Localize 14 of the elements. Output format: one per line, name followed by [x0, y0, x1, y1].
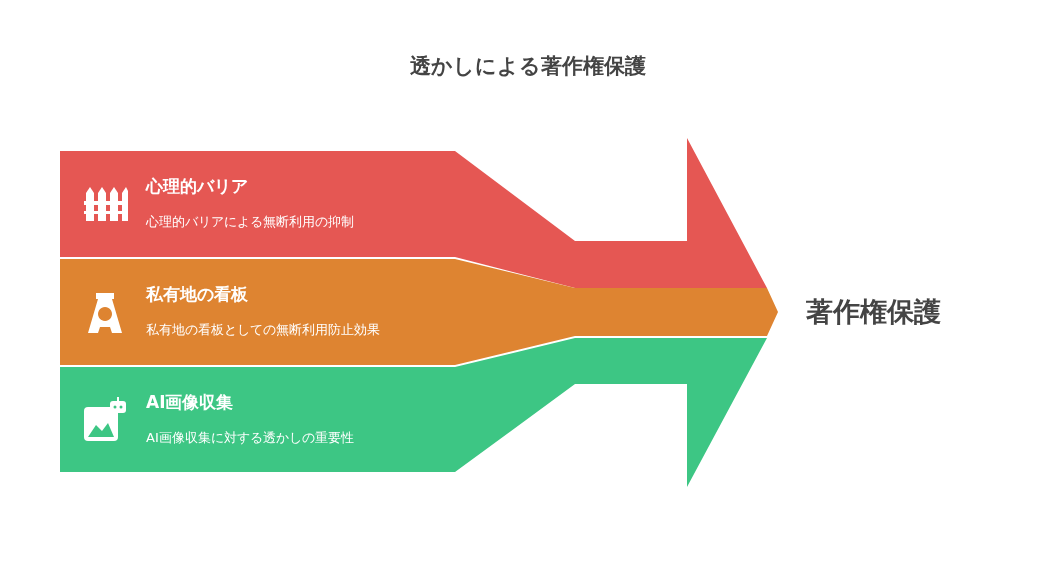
band-heading: 心理的バリア	[146, 175, 248, 198]
band-heading: 私有地の看板	[146, 283, 248, 306]
band-description: 心理的バリアによる無断利用の抑制	[146, 213, 354, 231]
band-segment	[60, 367, 455, 472]
title: 透かしによる著作権保護	[409, 53, 647, 80]
band-heading: AI画像収集	[146, 391, 234, 414]
band-description: AI画像収集に対する透かしの重要性	[146, 429, 354, 447]
converging-arrow	[455, 259, 778, 365]
converging-arrow	[455, 138, 767, 288]
converging-arrow	[455, 338, 767, 487]
band-segment	[60, 151, 455, 257]
band-description: 私有地の看板としての無断利用防止効果	[146, 321, 380, 339]
goal-label: 著作権保護	[806, 294, 941, 330]
band-segment	[60, 259, 455, 365]
